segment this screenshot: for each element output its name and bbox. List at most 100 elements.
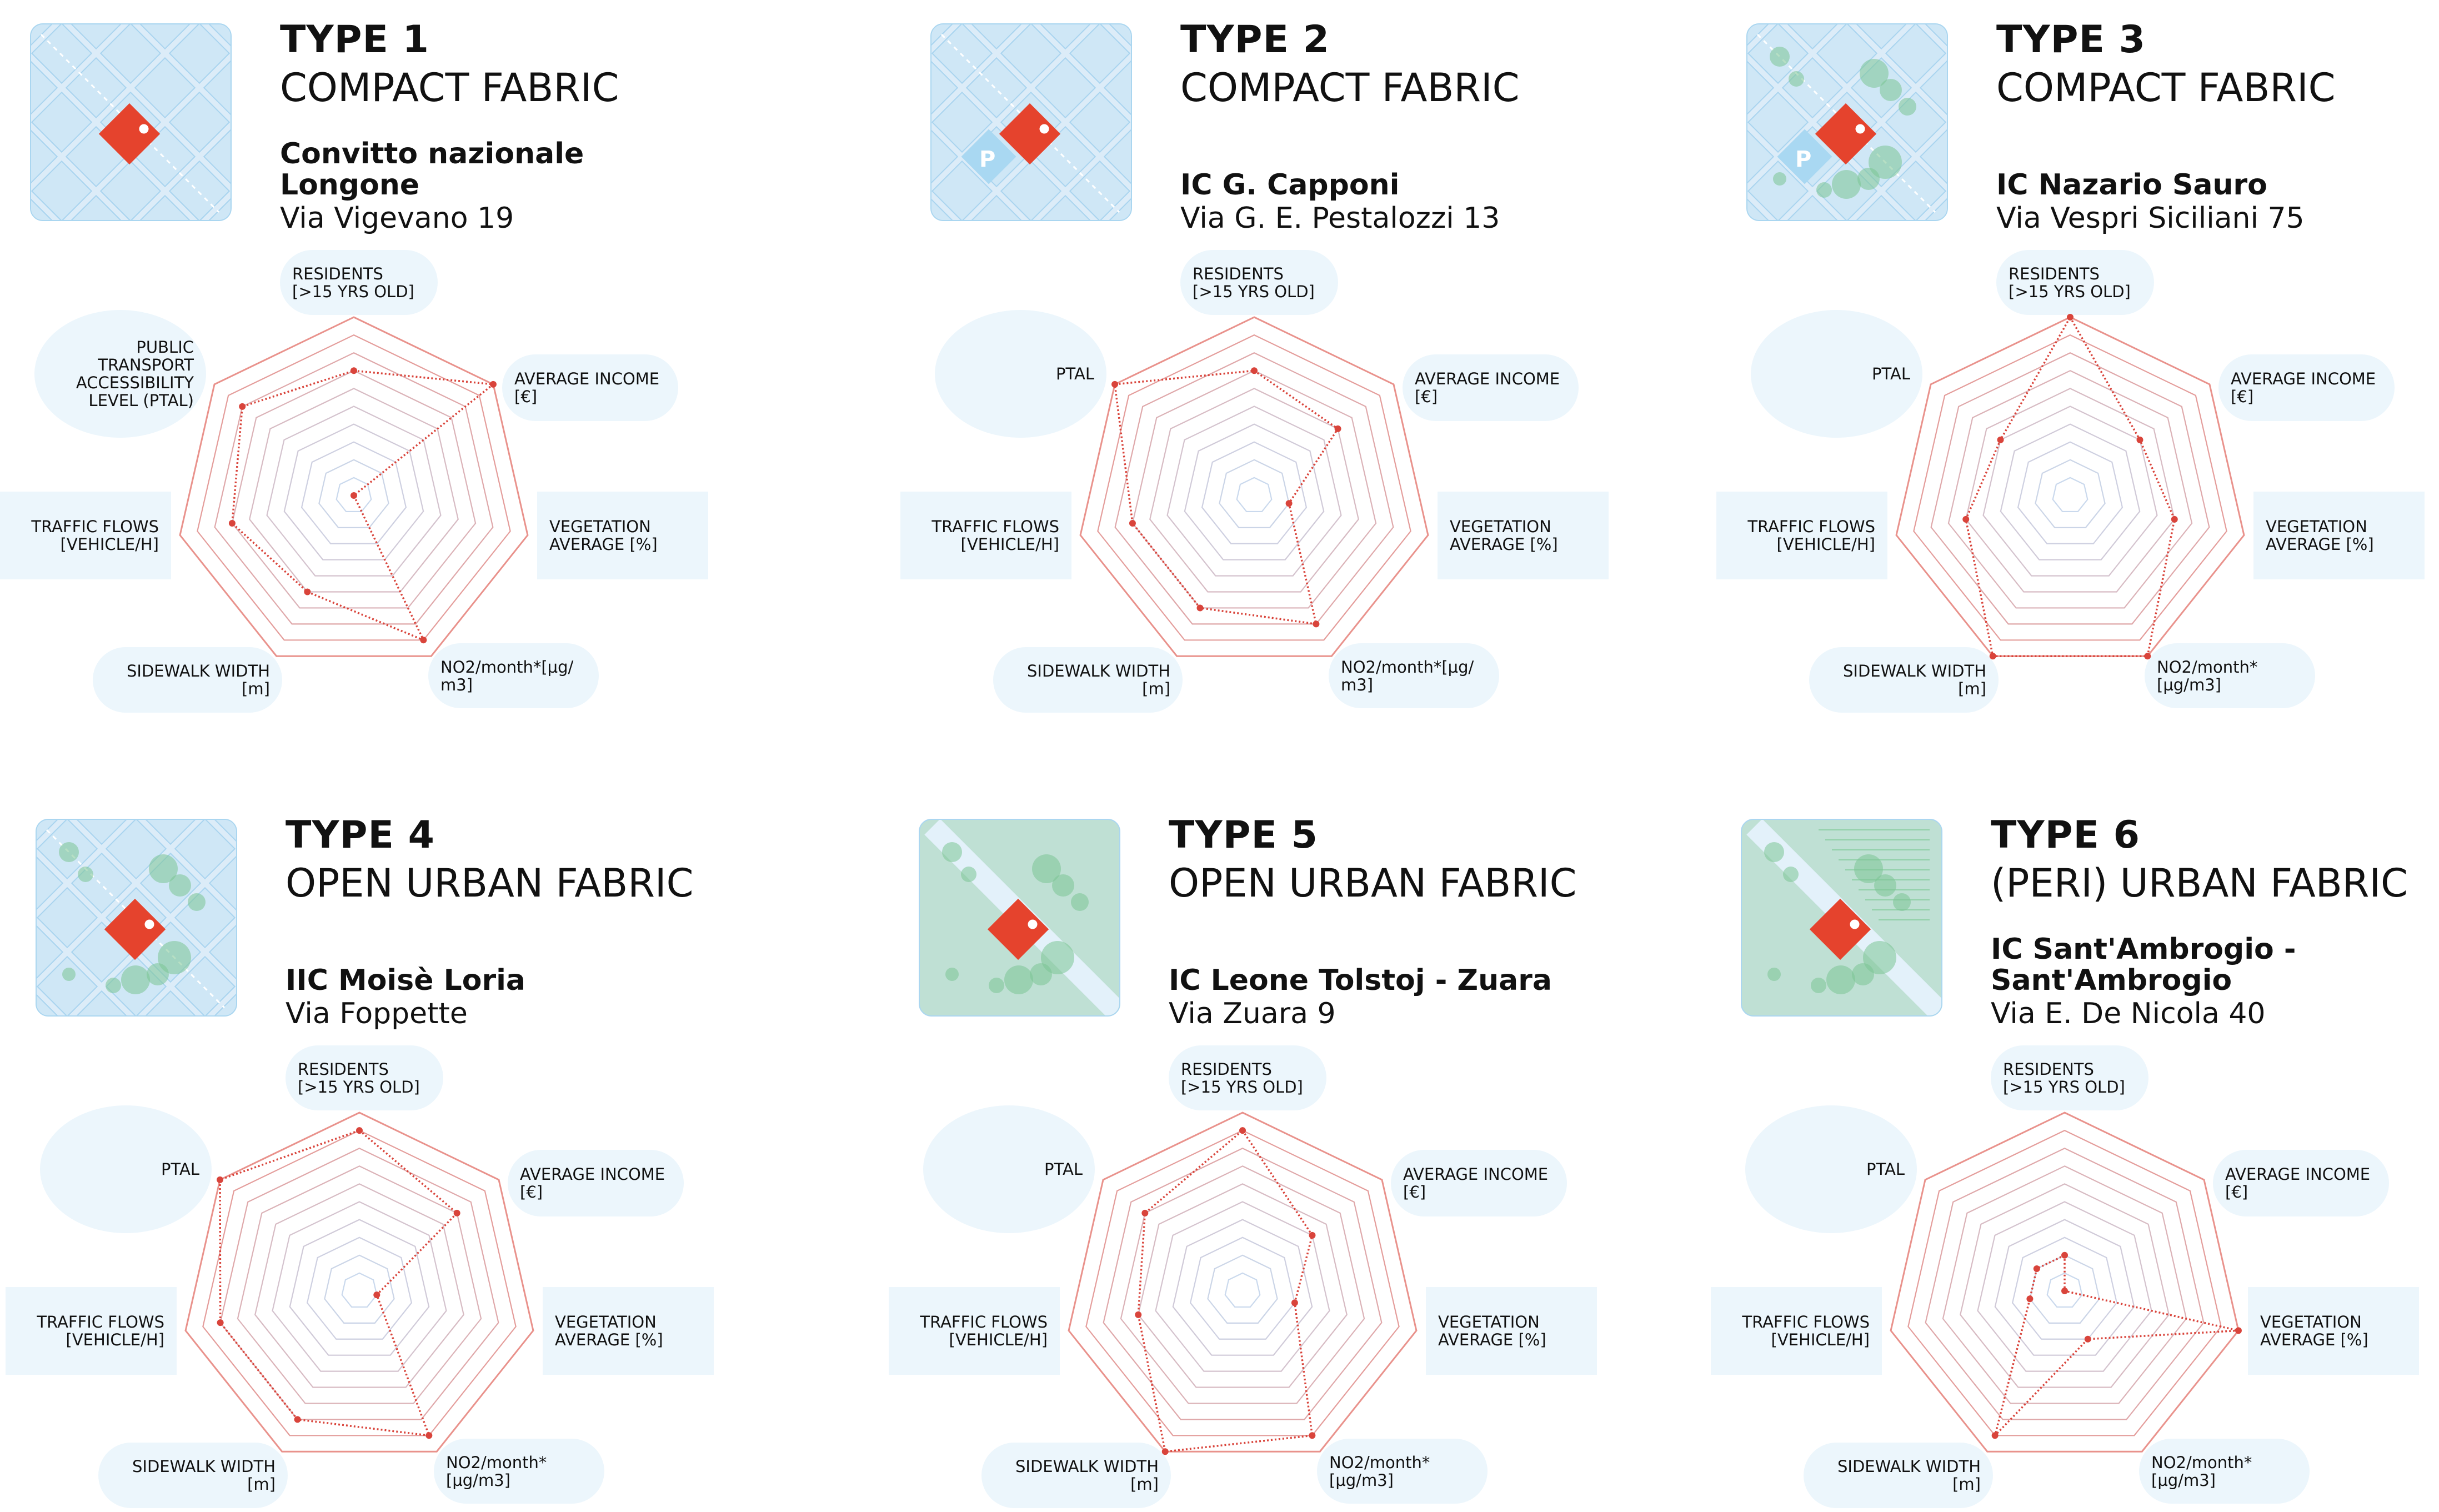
city-block: [37, 852, 64, 914]
tree-icon: [961, 867, 976, 882]
radar-series-line: [1137, 1129, 1314, 1453]
tree-icon: [1863, 941, 1896, 974]
school-address: Via E. De Nicola 40: [1991, 997, 2266, 1030]
city-block: [1747, 24, 1775, 50]
city-block: [65, 24, 127, 50]
axis-label-sidewalk-width: SIDEWALK WIDTH [m]: [1809, 647, 1999, 713]
radar-ring-9: [1097, 334, 1411, 641]
radar-ring-1: [335, 477, 372, 513]
radar-point-vegetation: [2171, 515, 2178, 523]
tree-icon: [169, 874, 191, 897]
axis-label-ptal: PTAL: [935, 310, 1106, 438]
school-address: Via Foppette: [286, 997, 468, 1030]
city-block: [965, 194, 1028, 220]
school-name: IC Leone Tolstoj - Zuara: [1169, 964, 1552, 997]
parking-icon: P: [979, 147, 995, 172]
city-block: [168, 24, 231, 84]
axis-label-traffic-flows: TRAFFIC FLOWS [VEHICLE/H]: [900, 492, 1071, 579]
school-building-icon: [987, 898, 1049, 960]
axis-label-no2: NO2/month* [µg/m3]: [434, 1439, 604, 1504]
radar-ring-1: [1236, 477, 1273, 513]
school-entrance-icon: [1038, 122, 1051, 136]
tree-icon: [78, 867, 93, 882]
axis-label-average-income: AVERAGE INCOME [€]: [502, 354, 678, 421]
city-block: [31, 24, 58, 50]
tree-icon: [149, 854, 178, 883]
axis-label-sidewalk-width: SIDEWALK WIDTH [m]: [93, 647, 282, 713]
tree-icon: [1854, 854, 1883, 883]
city-block: [37, 820, 64, 845]
radar-ring-3: [2011, 1236, 2118, 1340]
axis-label-residents: RESIDENTS [>15 YRS OLD]: [1180, 250, 1338, 315]
radar-ring-6: [249, 388, 459, 593]
type-title: TYPE 2: [1180, 18, 1330, 62]
city-block: [174, 955, 236, 1015]
city-block: [1781, 194, 1844, 220]
city-block: [1034, 194, 1096, 220]
fabric-title: OPEN URBAN FABRIC: [286, 860, 694, 906]
axis-label-average-income: AVERAGE INCOME [€]: [2213, 1150, 2389, 1216]
city-block: [1069, 91, 1131, 153]
city-block: [1747, 160, 1809, 220]
radar-ring-6: [1960, 1183, 2170, 1388]
axis-label-no2: NO2/month* [µg/m3]: [2139, 1439, 2310, 1504]
axis-label-residents: RESIDENTS [>15 YRS OLD]: [280, 250, 438, 315]
tree-icon: [1789, 71, 1804, 87]
axis-label-residents: RESIDENTS [>15 YRS OLD]: [1991, 1045, 2148, 1110]
radar-ring-2: [318, 459, 389, 528]
radar-point-no2: [420, 637, 427, 644]
axis-label-traffic-flows: TRAFFIC FLOWS [VEHICLE/H]: [0, 492, 171, 579]
radar-chart: [1895, 314, 2245, 660]
city-block: [1919, 57, 1947, 119]
city-block: [1747, 91, 1809, 153]
radar-ring-7: [1120, 1165, 1365, 1404]
radar-ring-2: [1207, 1254, 1278, 1324]
axis-label-traffic-flows: TRAFFIC FLOWS [VEHICLE/H]: [1711, 1287, 1882, 1375]
axis-label-residents: RESIDENTS [>15 YRS OLD]: [1169, 1045, 1326, 1110]
radar-ring-7: [237, 1165, 482, 1404]
radar-ring-1: [2052, 477, 2089, 513]
radar-ring-2: [1219, 459, 1290, 528]
city-block: [1919, 194, 1947, 220]
radar-ring-8: [1103, 1147, 1383, 1420]
axis-label-average-income: AVERAGE INCOME [€]: [2218, 354, 2395, 421]
radar-point-sidewalk-width: [1989, 653, 1996, 660]
radar-ring-5: [1977, 1201, 2152, 1372]
radar-point-no2: [425, 1432, 433, 1439]
radar-ring-6: [1138, 1183, 1348, 1388]
school-name: IC Nazario Sauro: [1996, 168, 2267, 202]
radar-point-average-income: [489, 380, 497, 388]
axis-label-sidewalk-width: SIDEWALK WIDTH [m]: [993, 647, 1183, 713]
radar-point-vegetation: [1285, 500, 1293, 507]
tree-icon: [989, 978, 1004, 993]
axis-label-average-income: AVERAGE INCOME [€]: [508, 1150, 684, 1216]
site-map-icon: P: [930, 23, 1132, 221]
tree-icon: [121, 965, 150, 994]
city-block: [931, 57, 959, 119]
radar-point-ptal: [1141, 1209, 1149, 1216]
city-block: [1850, 24, 1912, 50]
city-block: [1850, 194, 1912, 220]
radar-ring-5: [1155, 1201, 1330, 1372]
radar-ring-10: [1890, 1112, 2240, 1453]
city-block: [208, 990, 236, 1015]
radar-point-vegetation: [2235, 1327, 2242, 1334]
city-block: [37, 921, 64, 983]
tree-icon: [158, 941, 191, 974]
axis-label-vegetation: VEGETATION AVERAGE [%]: [1426, 1287, 1597, 1375]
city-block: [134, 24, 196, 50]
radar-point-average-income: [1334, 425, 1341, 432]
city-block: [1034, 57, 1096, 119]
school-name: IIC Moisè Loria: [286, 964, 525, 997]
radar-ring-10: [184, 1112, 534, 1453]
radar-ring-7: [1942, 1165, 2187, 1404]
city-block: [1103, 57, 1131, 119]
radar-point-no2: [2084, 1335, 2091, 1343]
